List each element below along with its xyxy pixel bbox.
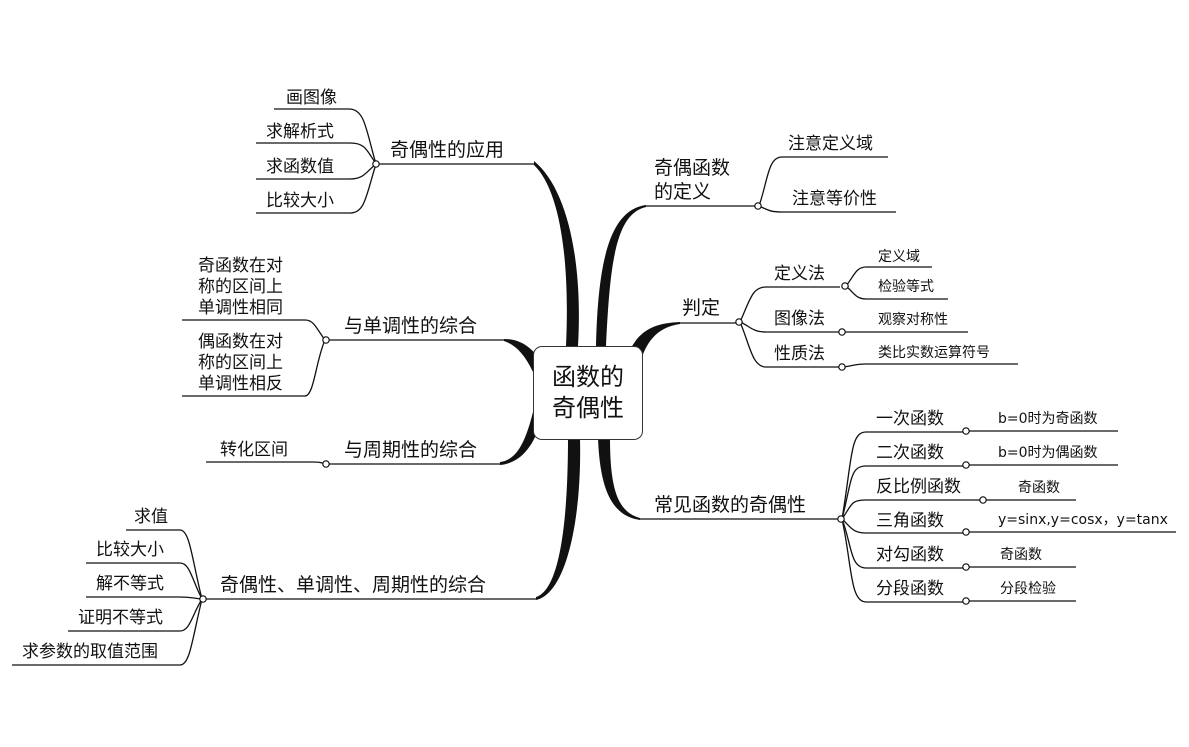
branch-common <box>598 438 640 520</box>
func-inverse[interactable]: 反比例函数 <box>876 477 961 497</box>
func-nike-detail[interactable]: 奇函数 <box>1000 547 1042 563</box>
func-nike[interactable]: 对勾函数 <box>876 545 944 565</box>
method-definition[interactable]: 定义法 <box>774 264 825 284</box>
topic-periodicity[interactable]: 与周期性的综合 <box>344 439 478 461</box>
topic-application[interactable]: 奇偶性的应用 <box>390 139 505 161</box>
topic-definition-line2: 的定义 <box>654 181 712 203</box>
subtopic-compare-size[interactable]: 比较大小 <box>266 191 334 211</box>
branch-app <box>534 161 579 346</box>
subtopic-find-value-2[interactable]: 求值 <box>134 507 168 527</box>
subtopic-even-monotonic[interactable]: 偶函数在对 称的区间上 单调性相反 <box>198 332 283 395</box>
func-quadratic-detail[interactable]: b=0时为偶函数 <box>998 445 1098 461</box>
subtopic-even-line3: 单调性相反 <box>198 374 283 394</box>
branch-period <box>500 412 540 465</box>
func-trig-detail[interactable]: y=sinx,y=cosx，y=tanx <box>998 512 1168 528</box>
topic-judgement[interactable]: 判定 <box>682 297 721 319</box>
subtopic-even-line2: 称的区间上 <box>198 353 283 373</box>
func-linear-detail[interactable]: b=0时为奇函数 <box>998 411 1098 427</box>
detail-analogy-sign[interactable]: 类比实数运算符号 <box>878 345 990 361</box>
func-trig[interactable]: 三角函数 <box>876 511 944 531</box>
junction-dots <box>199 160 987 605</box>
detail-check-equation[interactable]: 检验等式 <box>878 279 934 295</box>
topic-common-functions[interactable]: 常见函数的奇偶性 <box>654 494 807 516</box>
subtopic-find-value[interactable]: 求函数值 <box>266 157 334 177</box>
func-piecewise-detail[interactable]: 分段检验 <box>1000 581 1056 597</box>
method-property[interactable]: 性质法 <box>774 344 825 364</box>
subtopic-parameter-range[interactable]: 求参数的取值范围 <box>22 642 158 662</box>
topic-monotonicity[interactable]: 与单调性的综合 <box>344 315 478 337</box>
subtopic-solve-inequality[interactable]: 解不等式 <box>96 574 164 594</box>
subtopic-find-expression[interactable]: 求解析式 <box>266 122 334 142</box>
func-linear[interactable]: 一次函数 <box>876 409 944 429</box>
subtopic-equivalence-note[interactable]: 注意等价性 <box>792 189 877 209</box>
func-piecewise[interactable]: 分段函数 <box>876 579 944 599</box>
subtopic-even-line1: 偶函数在对 <box>198 332 283 352</box>
subtopic-odd-monotonic[interactable]: 奇函数在对 称的区间上 单调性相同 <box>198 256 283 319</box>
root-title-line1: 函数的 <box>552 363 624 392</box>
method-graph[interactable]: 图像法 <box>774 309 825 329</box>
subtopic-odd-line2: 称的区间上 <box>198 277 283 297</box>
subtopic-odd-line3: 单调性相同 <box>198 298 283 318</box>
detail-observe-symmetry[interactable]: 观察对称性 <box>878 312 948 328</box>
subtopic-domain-note[interactable]: 注意定义域 <box>788 134 873 154</box>
func-inverse-detail[interactable]: 奇函数 <box>1018 480 1060 496</box>
branch-mono <box>504 339 540 372</box>
subtopic-draw-graph[interactable]: 画图像 <box>286 88 337 108</box>
subtopic-transform-interval[interactable]: 转化区间 <box>220 440 288 460</box>
root-topic[interactable]: 函数的 奇偶性 <box>533 346 643 440</box>
main-branches <box>500 161 680 600</box>
topic-definition-line1: 奇偶函数 <box>654 157 731 179</box>
subtopic-odd-line1: 奇函数在对 <box>198 256 283 276</box>
subtopic-prove-inequality[interactable]: 证明不等式 <box>78 608 163 628</box>
subtopic-compare-size-2[interactable]: 比较大小 <box>96 540 164 560</box>
branch-judge <box>630 322 680 360</box>
func-quadratic[interactable]: 二次函数 <box>876 443 944 463</box>
topic-combined[interactable]: 奇偶性、单调性、周期性的综合 <box>220 574 487 596</box>
branch-def <box>596 205 646 346</box>
branch-combo <box>536 438 581 600</box>
detail-domain[interactable]: 定义域 <box>878 249 920 265</box>
topic-definition[interactable]: 奇偶函数 的定义 <box>654 156 730 204</box>
root-title-line2: 奇偶性 <box>552 394 624 422</box>
